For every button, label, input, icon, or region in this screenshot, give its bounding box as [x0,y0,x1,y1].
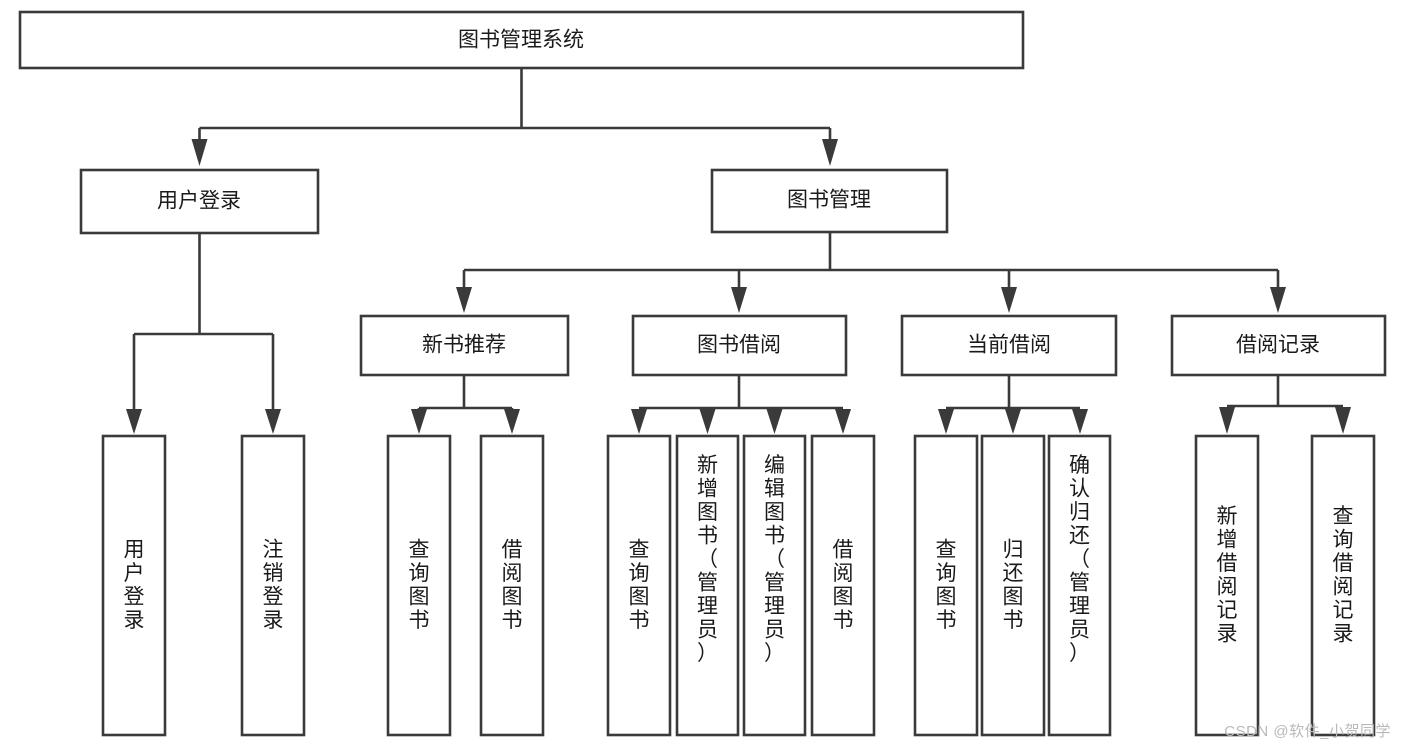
node-book-borrow-box [631,314,848,377]
leaf-node-box [675,434,740,737]
node-new-book-rec-label: 新书推荐 [422,334,506,357]
csdn-watermark: CSDN @软件_小贺同学 [1224,723,1391,740]
leaf-node-box [742,434,807,737]
leaf-node[interactable]: 查询图书 [913,434,979,737]
node-book-borrow-label: 图书借阅 [697,334,781,357]
leaf-node-label: 借阅图书 [833,539,854,633]
leaf-node-label: 新增借阅记录 [1217,505,1238,646]
node-user-login-box [79,168,320,235]
leaf-node[interactable]: 编辑图书（管理员） [742,434,807,737]
leaf-node-label: 借阅图书 [502,539,523,633]
node-root-label: 图书管理系统 [458,29,584,52]
leaf-node-label: 注销登录 [263,539,284,633]
arrow-icon-new-book-rec [456,287,472,313]
node-borrow-records[interactable]: 借阅记录 [1170,314,1387,377]
arrow-icon-leaf-user-logout [265,409,281,434]
node-current-borrow-label: 当前借阅 [967,334,1051,357]
leaf-node[interactable]: 查询图书 [606,434,672,737]
leaf-node-box [913,434,979,737]
arrow-icon-book-manage [822,139,838,166]
leaf-node-box [386,434,452,737]
arrow-icon-book-borrow [731,287,747,313]
leaf-node-box [1194,434,1260,737]
leaf-node-box [240,434,306,737]
leaf-node-layer: 用户登录 注销登录 查询图书 借阅图书 查询图书 新增图书（管理员） 编辑图书（管理员） 借阅… [101,434,1376,737]
node-root-box [18,10,1025,70]
arrow-icon-leaf-cur-confirm-return [1072,409,1088,434]
leaf-node-box [1047,434,1112,737]
leaf-node[interactable]: 确认归还（管理员） [1047,434,1112,737]
node-book-manage-label: 图书管理 [787,189,871,212]
node-book-borrow[interactable]: 图书借阅 [631,314,848,377]
node-user-login-label: 用户登录 [157,190,241,213]
connector-group-new-book-rec [411,375,520,434]
node-borrow-records-box [1170,314,1387,377]
arrow-icon-leaf-rec-add-record [1219,407,1235,434]
leaf-node[interactable]: 借阅图书 [479,434,545,737]
leaf-node[interactable]: 查询借阅记录 [1310,434,1376,737]
arrow-icon-leaf-borrow-edit-book [766,409,783,434]
connector-group-root [191,68,838,166]
node-borrow-records-label: 借阅记录 [1236,334,1320,357]
connector-group-user-login [126,233,281,434]
arrow-icon-leaf-rec-borrow-book [504,409,520,434]
node-new-book-rec[interactable]: 新书推荐 [359,314,570,377]
leaf-node[interactable]: 借阅图书 [810,434,876,737]
leaf-node-label: 查询图书 [629,539,650,633]
leaf-node-label: 新增图书（管理员） [697,454,718,665]
leaf-node-box [980,434,1046,737]
leaf-node-box [606,434,672,737]
leaf-node-label: 查询图书 [936,539,957,633]
connector-group-current-borrow [938,375,1088,434]
leaf-node-box [1310,434,1376,737]
leaf-node-box [810,434,876,737]
node-new-book-rec-box [359,314,570,377]
node-book-manage-box [710,168,949,234]
leaf-node-label: 查询借阅记录 [1333,505,1354,646]
arrow-icon-borrow-records [1270,287,1286,313]
node-current-borrow[interactable]: 当前借阅 [900,314,1118,377]
leaf-node-label: 查询图书 [409,539,430,633]
leaf-node[interactable]: 注销登录 [240,434,306,737]
arrow-icon-leaf-cur-return-book [1005,409,1021,434]
connector-group-book-borrow [631,375,851,434]
leaf-node-label: 编辑图书（管理员） [764,454,785,665]
arrow-icon-leaf-rec-query-record [1335,407,1351,434]
arrow-icon-leaf-user-login [126,409,142,434]
leaf-node-label: 用户登录 [124,539,145,633]
node-root[interactable]: 图书管理系统 [18,10,1025,70]
arrow-icon-leaf-borrow-borrow-book [835,409,851,434]
leaf-node-box [479,434,545,737]
arrow-icon-leaf-cur-query-book [938,409,954,434]
arrow-icon-leaf-borrow-query-book [631,409,647,434]
leaf-node[interactable]: 新增图书（管理员） [675,434,740,737]
leaf-node[interactable]: 用户登录 [101,434,167,737]
leaf-node-label: 归还图书 [1003,539,1024,633]
arrow-icon-leaf-rec-query-book [411,409,427,434]
node-user-login[interactable]: 用户登录 [79,168,320,235]
connector-group-borrow-records [1219,375,1351,434]
node-current-borrow-box [900,314,1118,377]
leaf-node[interactable]: 查询图书 [386,434,452,737]
connector-group-book-manage [456,232,1286,313]
arrow-icon-user-login [191,139,208,166]
leaf-node-box [101,434,167,737]
leaf-node[interactable]: 新增借阅记录 [1194,434,1260,737]
leaf-node[interactable]: 归还图书 [980,434,1046,737]
leaf-node-label: 确认归还（管理员） [1069,454,1090,665]
arrow-icon-current-borrow [1001,287,1017,313]
node-book-manage[interactable]: 图书管理 [710,168,949,234]
arrow-icon-leaf-borrow-add-book [699,409,716,434]
